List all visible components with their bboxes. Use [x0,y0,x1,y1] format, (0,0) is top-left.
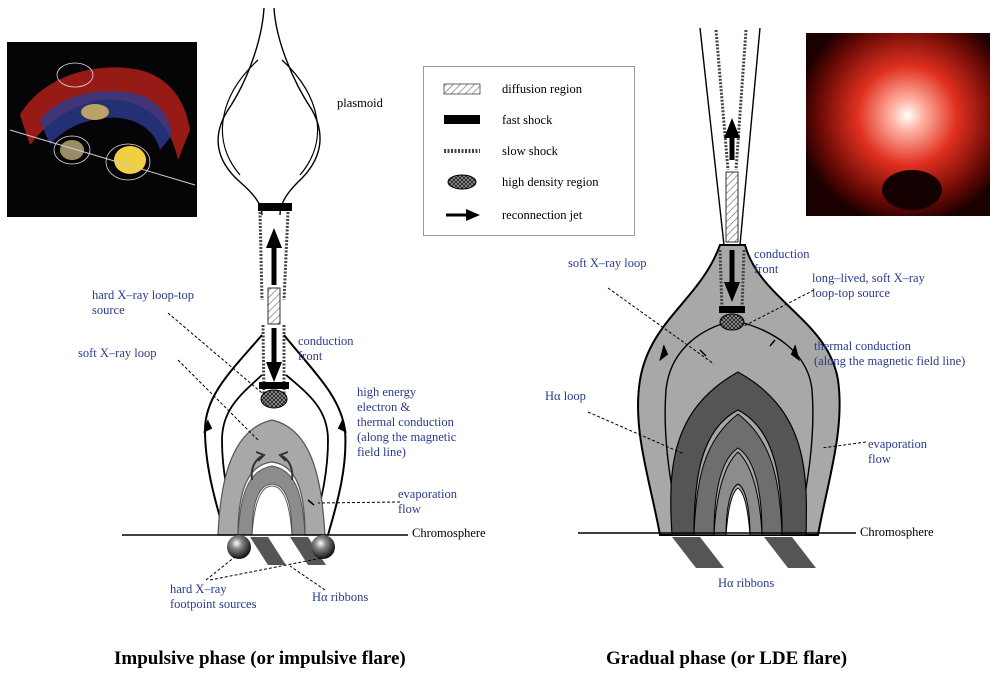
label-conduction-front-right: conduction front [754,247,810,277]
label-soft-xray-loop-left: soft X–ray loop [78,346,156,361]
label-ha-ribbons-right: Hα ribbons [718,576,774,591]
diffusion-region-left [268,288,280,324]
fast-shock-top [258,203,292,211]
legend-item: diffusion region [424,77,634,103]
label-long-lived: long–lived, soft X–ray loop-top source [812,271,925,301]
legend-label: slow shock [502,144,558,159]
dotted-bar-icon [442,143,482,159]
title-gradual: Gradual phase (or LDE flare) [606,648,847,670]
xray-image-left [7,42,197,217]
label-conduction-front-left: conduction front [298,334,354,364]
black-bar-icon [442,112,482,128]
label-evaporation-left: evaporation flow [398,487,457,517]
legend-item: fast shock [424,108,634,134]
label-evaporation-right: evaporation flow [868,437,927,467]
label-ha-ribbons-left: Hα ribbons [312,590,368,605]
label-footpoints: hard X–ray footpoint sources [170,582,256,612]
hatched-rectangle-icon [442,81,482,97]
label-ha-loop: Hα loop [545,389,586,404]
xray-image-right [806,33,990,216]
legend-item: slow shock [424,139,634,165]
label-hard-xray-looptop: hard X–ray loop-top source [92,288,194,318]
arrow-icon [442,207,482,223]
label-thermal-conduction: thermal conduction (along the magnetic f… [814,339,965,369]
legend: diffusion region fast shock slow shock h… [423,66,635,236]
legend-label: fast shock [502,113,552,128]
label-plasmoid: plasmoid [337,96,383,111]
crosshatched-ellipse-icon [442,174,482,190]
legend-label: reconnection jet [502,208,582,223]
label-high-energy: high energy electron & thermal conductio… [357,385,456,460]
legend-item: high density region [424,170,634,196]
label-chromosphere-left: Chromosphere [412,526,486,541]
legend-item: reconnection jet [424,203,634,229]
label-chromosphere-right: Chromosphere [860,525,934,540]
legend-label: high density region [502,175,599,190]
title-impulsive: Impulsive phase (or impulsive flare) [114,648,406,670]
legend-label: diffusion region [502,82,582,97]
label-soft-xray-loop-right: soft X–ray loop [568,256,646,271]
